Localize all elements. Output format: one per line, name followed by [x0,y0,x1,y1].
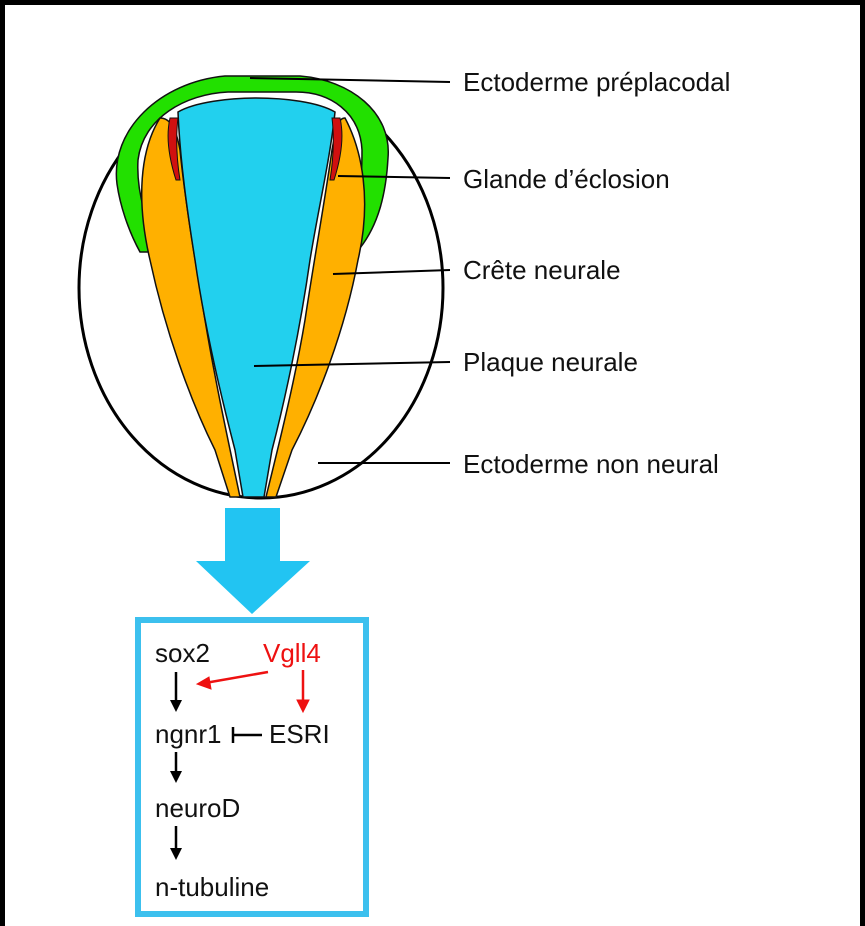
gene-sox2: sox2 [155,638,210,668]
gene-neurod: neuroD [155,793,240,823]
gene-esri: ESRI [269,719,330,749]
label-neural-crest: Crête neurale [463,255,621,285]
gene-n-tubuline: n-tubuline [155,872,269,902]
label-neural-plate: Plaque neurale [463,347,638,377]
gene-ngnr1: ngnr1 [155,719,222,749]
gene-vgll4: Vgll4 [263,638,321,668]
label-preplacodal-ectoderm: Ectoderme préplacodal [463,67,730,97]
label-non-neural-ectoderm: Ectoderme non neural [463,449,719,479]
down-arrow-icon [196,508,310,614]
label-hatching-gland: Glande d’éclosion [463,164,670,194]
